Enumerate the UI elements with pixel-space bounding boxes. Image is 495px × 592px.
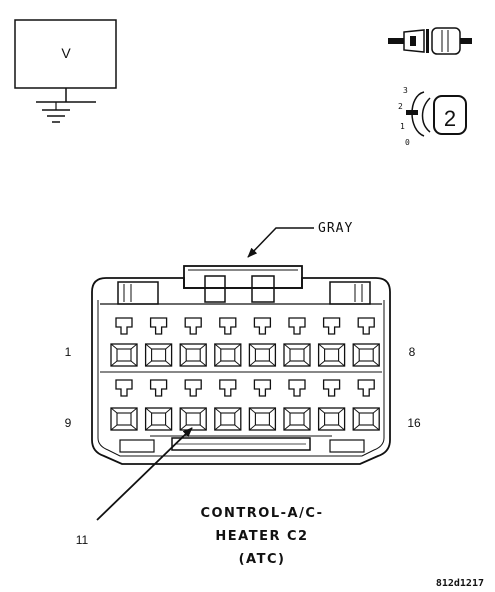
wire-color-label: GRAY	[318, 221, 353, 236]
connector-cavities	[110, 317, 380, 431]
cavity	[179, 317, 207, 367]
dial-number: 2	[444, 106, 456, 131]
cavity	[144, 317, 173, 367]
pin-label-8: 8	[409, 345, 416, 359]
scale-mark-2: 2	[398, 102, 403, 111]
cavity	[179, 379, 207, 431]
cavity	[248, 379, 277, 431]
cavity	[317, 317, 346, 367]
cavity	[283, 317, 311, 367]
voltmeter-label: V	[61, 45, 71, 61]
cavity	[110, 317, 138, 367]
connector-name-line2: HEATER C2	[215, 529, 308, 544]
cavity	[352, 317, 380, 367]
pin-label-1: 1	[65, 345, 72, 359]
probe-icon	[388, 27, 472, 55]
voltmeter-symbol: V	[14, 19, 117, 123]
pin-label-9: 9	[65, 416, 72, 430]
ground-icon	[42, 102, 70, 123]
connector-name-line3: (ATC)	[239, 552, 286, 567]
scale-mark-3: 3	[403, 86, 408, 95]
cavity	[214, 379, 242, 431]
connector-body	[91, 265, 391, 465]
scale-mark-1: 1	[400, 122, 405, 131]
cavity	[283, 379, 311, 431]
cavity	[214, 317, 242, 367]
cavity	[110, 379, 138, 431]
callout-pin-label: 11	[76, 533, 89, 547]
probe-scale-dial-icon: 3 2 1 0 2	[398, 86, 467, 147]
connector-name-line1: CONTROL-A/C-	[200, 506, 323, 521]
pin-label-16: 16	[407, 416, 421, 430]
cavity	[352, 379, 380, 431]
scale-mark-0: 0	[405, 138, 410, 147]
cavity	[248, 317, 277, 367]
cavity	[144, 379, 173, 431]
cavity	[317, 379, 346, 431]
figure-id: 812d1217	[436, 578, 484, 589]
